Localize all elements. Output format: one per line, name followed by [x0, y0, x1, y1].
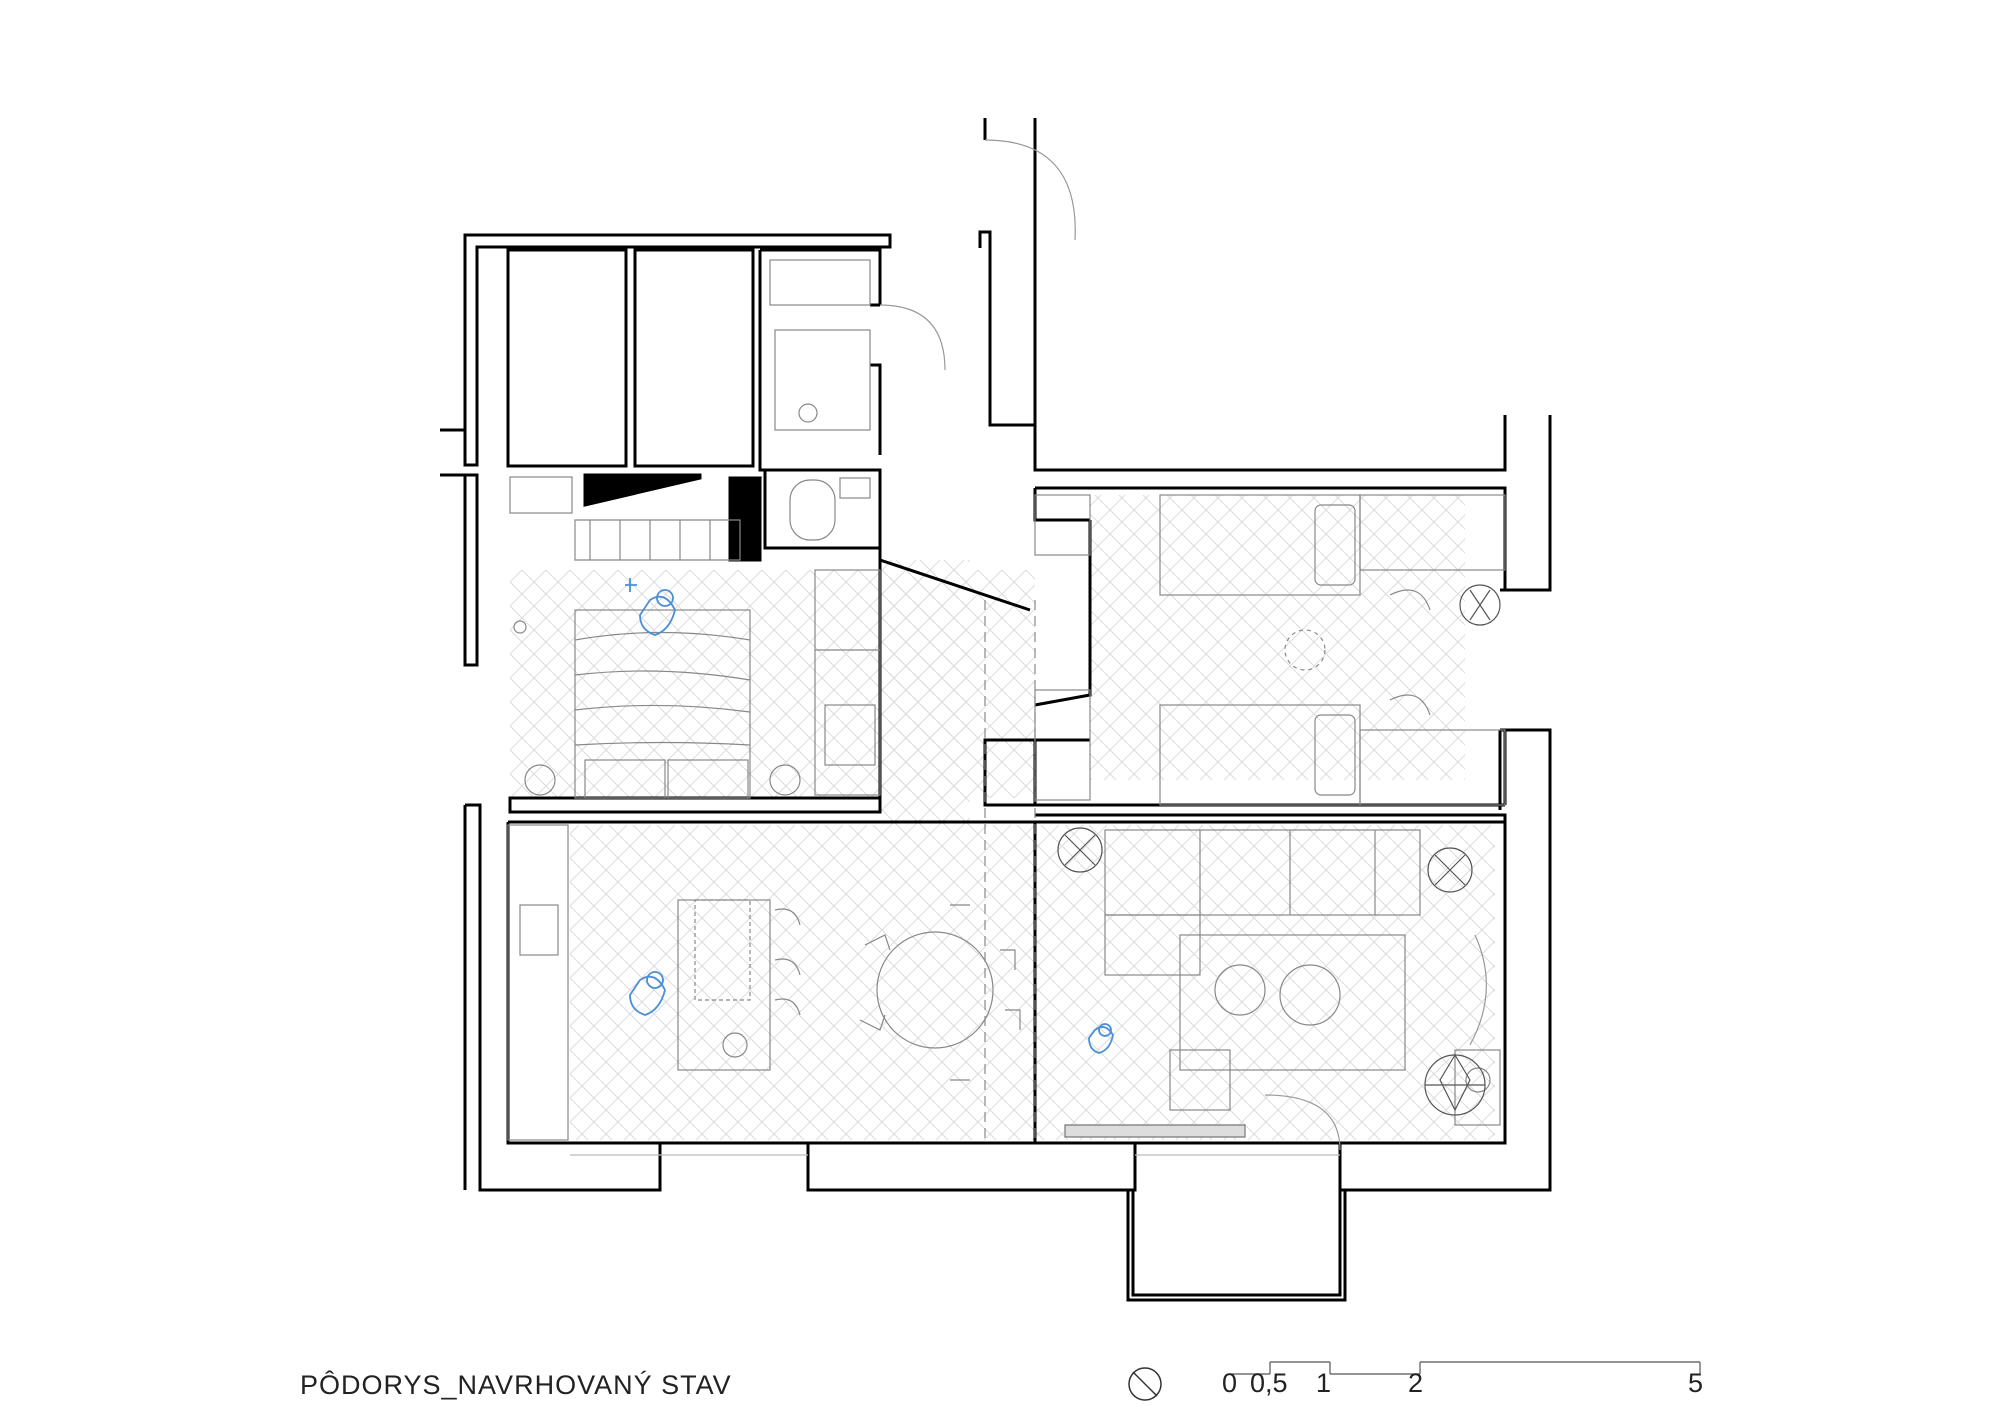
floor-hatching — [510, 495, 1495, 1140]
scale-label-5: 5 — [1688, 1368, 1704, 1398]
drawing-title: PÔDORYS_NAVRHOVANÝ STAV — [300, 1370, 732, 1400]
furniture — [507, 139, 1506, 1156]
plants — [1057, 584, 1501, 1116]
north-arrow-icon — [1128, 1367, 1162, 1401]
scale-bar — [1230, 1361, 1701, 1375]
scale-label-1: 1 — [1316, 1368, 1332, 1398]
scale-label-0: 0 — [1222, 1368, 1238, 1398]
scale-label-0-5: 0,5 — [1250, 1368, 1288, 1398]
people — [625, 578, 1114, 1054]
scale-label-2: 2 — [1408, 1368, 1424, 1398]
